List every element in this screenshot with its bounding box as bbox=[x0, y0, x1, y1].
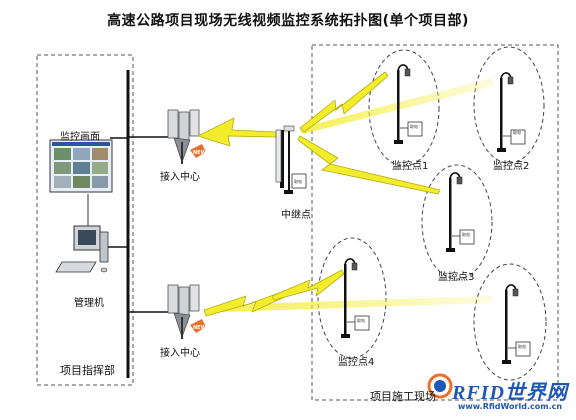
relay-label: 中继点 bbox=[281, 210, 311, 221]
box-label: 取电 bbox=[462, 231, 470, 237]
point-3-label: 监控点3 bbox=[438, 272, 475, 283]
signal-beam bbox=[220, 296, 492, 312]
point-4-zone bbox=[317, 237, 387, 359]
lightning-signal-icon bbox=[197, 71, 441, 317]
site-frame bbox=[311, 44, 559, 401]
box-label: 取电 bbox=[518, 343, 526, 349]
box-label: 取电 bbox=[357, 317, 365, 323]
camera-pole-icon bbox=[445, 172, 475, 253]
management-pc-label: 管理机 bbox=[74, 298, 104, 309]
monitor-screen-label: 监控画面 bbox=[60, 132, 100, 143]
camera-pole-icon bbox=[496, 72, 526, 153]
project-hq-label: 项目指挥部 bbox=[60, 364, 115, 377]
antenna-icon: NEW NEW bbox=[167, 109, 207, 339]
new-badge: NEW bbox=[193, 325, 207, 331]
access-center-2-label: 接入中心 bbox=[160, 348, 200, 359]
point-1-label: 监控点1 bbox=[392, 161, 429, 172]
logo-url: www.RfidWorld.com.cn bbox=[458, 402, 563, 411]
point-5-zone bbox=[473, 263, 547, 381]
new-badge: NEW bbox=[193, 150, 207, 156]
point-2-zone bbox=[473, 46, 545, 164]
camera-pole-icon bbox=[275, 125, 307, 194]
access-center-1-label: 接入中心 bbox=[160, 172, 200, 183]
box-label: 取电 bbox=[410, 123, 418, 129]
project-hq-frame bbox=[36, 54, 134, 386]
point-2-label: 监控点2 bbox=[493, 161, 530, 172]
box-label: 取电 bbox=[513, 129, 521, 135]
page-title: 高速公路项目现场无线视频监控系统拓扑图(单个项目部) bbox=[107, 13, 469, 29]
box-label: 取电 bbox=[294, 178, 302, 184]
logo-icon bbox=[427, 373, 453, 399]
site-area-label: 项目施工现场 bbox=[370, 390, 436, 403]
point-4-label: 监控点4 bbox=[338, 357, 375, 368]
logo-text: RFID世界网 bbox=[452, 382, 568, 404]
monitor-icon bbox=[49, 139, 113, 193]
point-1-zone bbox=[368, 49, 440, 167]
camera-pole-icon bbox=[340, 258, 370, 339]
computer-icon bbox=[55, 225, 109, 273]
point-3-zone bbox=[421, 164, 493, 280]
rfid-logo: RFID世界网 www.RfidWorld.com.cn bbox=[428, 376, 568, 416]
camera-pole-icon bbox=[501, 284, 531, 365]
